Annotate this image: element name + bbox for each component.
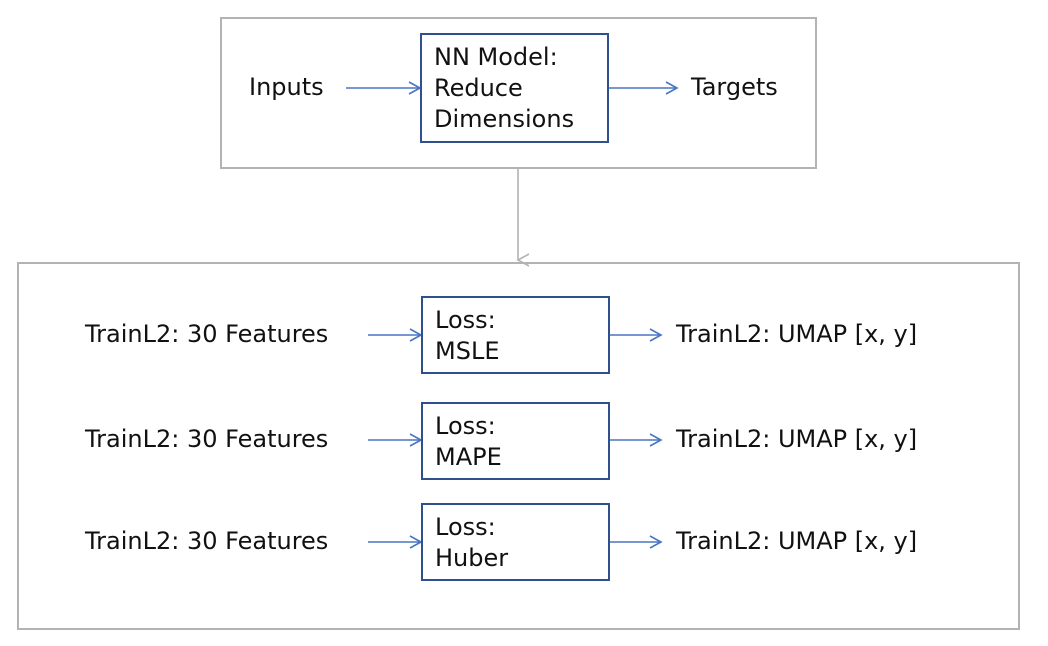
loss-box-huber-line-1: Loss: <box>435 513 496 541</box>
row2-input-label: TrainL2: 30 Features <box>85 425 329 453</box>
row2-output-label: TrainL2: UMAP [x, y] <box>676 425 918 453</box>
nn-model-line-3: Dimensions <box>434 105 575 133</box>
nn-model-box: NN Model: Reduce Dimensions <box>420 33 609 143</box>
row3-output-label: TrainL2: UMAP [x, y] <box>676 527 918 555</box>
nn-model-line-1: NN Model: <box>434 43 558 71</box>
loss-box-mape-line-2: MAPE <box>435 443 502 471</box>
row1-output-label: TrainL2: UMAP [x, y] <box>676 320 918 348</box>
inputs-label: Inputs <box>249 73 324 101</box>
loss-box-msle-line-2: MSLE <box>435 337 500 365</box>
row3-input-label: TrainL2: 30 Features <box>85 527 329 555</box>
row1-input-label: TrainL2: 30 Features <box>85 320 329 348</box>
loss-box-mape: Loss: MAPE <box>421 402 610 480</box>
loss-box-huber-line-2: Huber <box>435 544 509 572</box>
targets-label: Targets <box>691 73 778 101</box>
loss-box-msle: Loss: MSLE <box>421 296 610 374</box>
loss-box-msle-line-1: Loss: <box>435 306 496 334</box>
nn-model-line-2: Reduce <box>434 74 523 102</box>
top-panel <box>220 17 817 169</box>
loss-box-huber: Loss: Huber <box>421 503 610 581</box>
loss-box-mape-line-1: Loss: <box>435 412 496 440</box>
